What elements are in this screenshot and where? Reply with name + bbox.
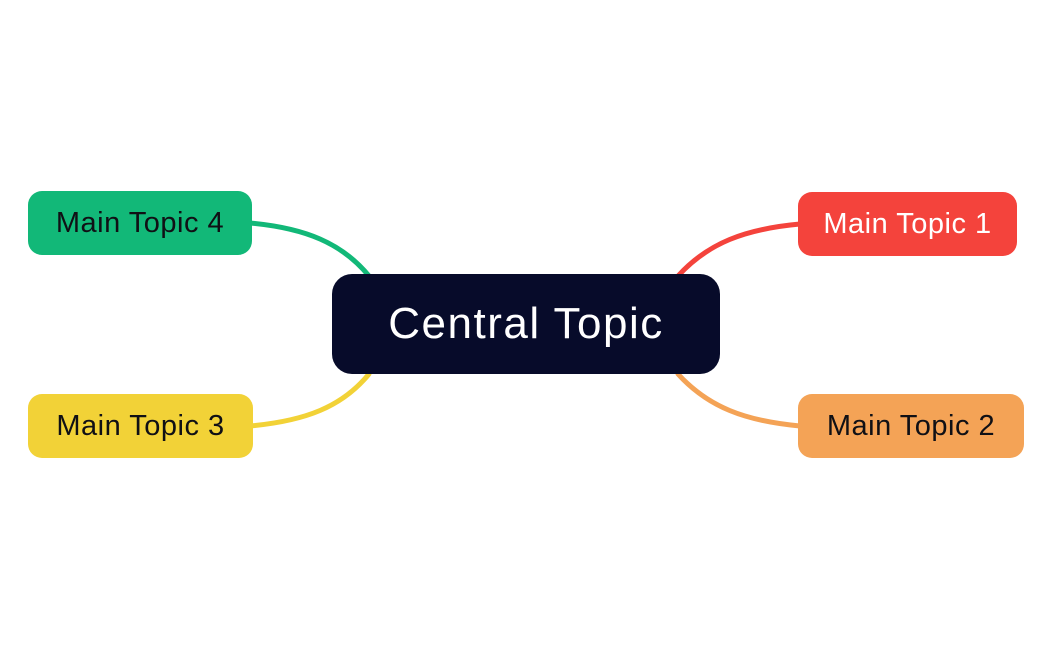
connector-central-topic-to-main-topic-3: [247, 371, 372, 429]
node-main-topic-1[interactable]: Main Topic 1: [798, 192, 1017, 256]
node-label: Main Topic 1: [823, 207, 992, 240]
node-label: Main Topic 2: [826, 409, 996, 442]
node-main-topic-4[interactable]: Main Topic 4: [28, 191, 252, 255]
connector-central-topic-to-main-topic-2: [675, 371, 803, 429]
node-label: Main Topic 3: [56, 409, 225, 442]
node-main-topic-2[interactable]: Main Topic 2: [798, 394, 1024, 458]
node-central-topic[interactable]: Central Topic: [332, 274, 720, 374]
connector-central-topic-to-main-topic-1: [675, 221, 803, 279]
connector-central-topic-to-main-topic-4: [247, 220, 372, 279]
node-label: Main Topic 4: [55, 206, 225, 239]
node-label: Central Topic: [388, 299, 664, 348]
node-main-topic-3[interactable]: Main Topic 3: [28, 394, 253, 458]
